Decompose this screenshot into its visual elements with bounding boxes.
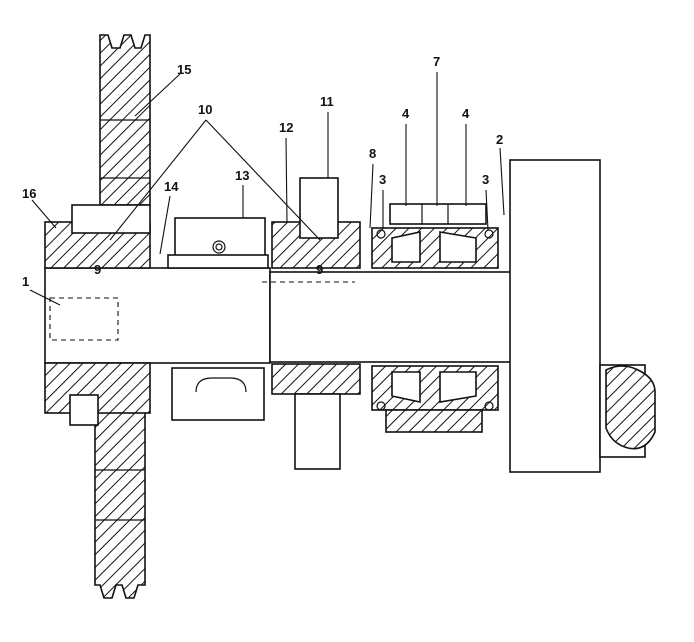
right-flange bbox=[509, 159, 656, 473]
sprocket-lower bbox=[94, 399, 146, 599]
label-part-2: 2 bbox=[496, 132, 503, 147]
label-part-3-left: 3 bbox=[379, 172, 386, 187]
label-part-14: 14 bbox=[164, 179, 179, 194]
left-hub bbox=[44, 204, 151, 426]
label-collar-13: 13 bbox=[235, 168, 249, 183]
label-shaft: 1 bbox=[22, 274, 29, 289]
callout-labels: 1 2 3 3 4 4 7 8 9 9 10 11 12 13 14 15 16 bbox=[22, 54, 503, 289]
label-part-16: 16 bbox=[22, 186, 36, 201]
label-spacer-left: 9 bbox=[94, 262, 101, 277]
label-gear-11: 11 bbox=[320, 94, 334, 109]
label-part-8: 8 bbox=[369, 146, 376, 161]
hub-12 bbox=[271, 177, 361, 470]
label-part-7: 7 bbox=[433, 54, 440, 69]
label-key-pointer: 10 bbox=[198, 102, 212, 117]
label-sprocket-15: 15 bbox=[177, 62, 191, 77]
label-bearing-race-right: 4 bbox=[462, 106, 470, 121]
bearing-assembly bbox=[371, 203, 499, 433]
sprocket-upper bbox=[99, 34, 151, 206]
label-spacer-right: 9 bbox=[316, 262, 323, 277]
label-hub-12: 12 bbox=[279, 120, 293, 135]
label-bearing-race-left: 4 bbox=[402, 106, 410, 121]
main-shaft bbox=[44, 267, 516, 364]
collar-13 bbox=[167, 217, 269, 421]
leader-lines bbox=[29, 72, 505, 306]
label-part-3-right: 3 bbox=[482, 172, 489, 187]
